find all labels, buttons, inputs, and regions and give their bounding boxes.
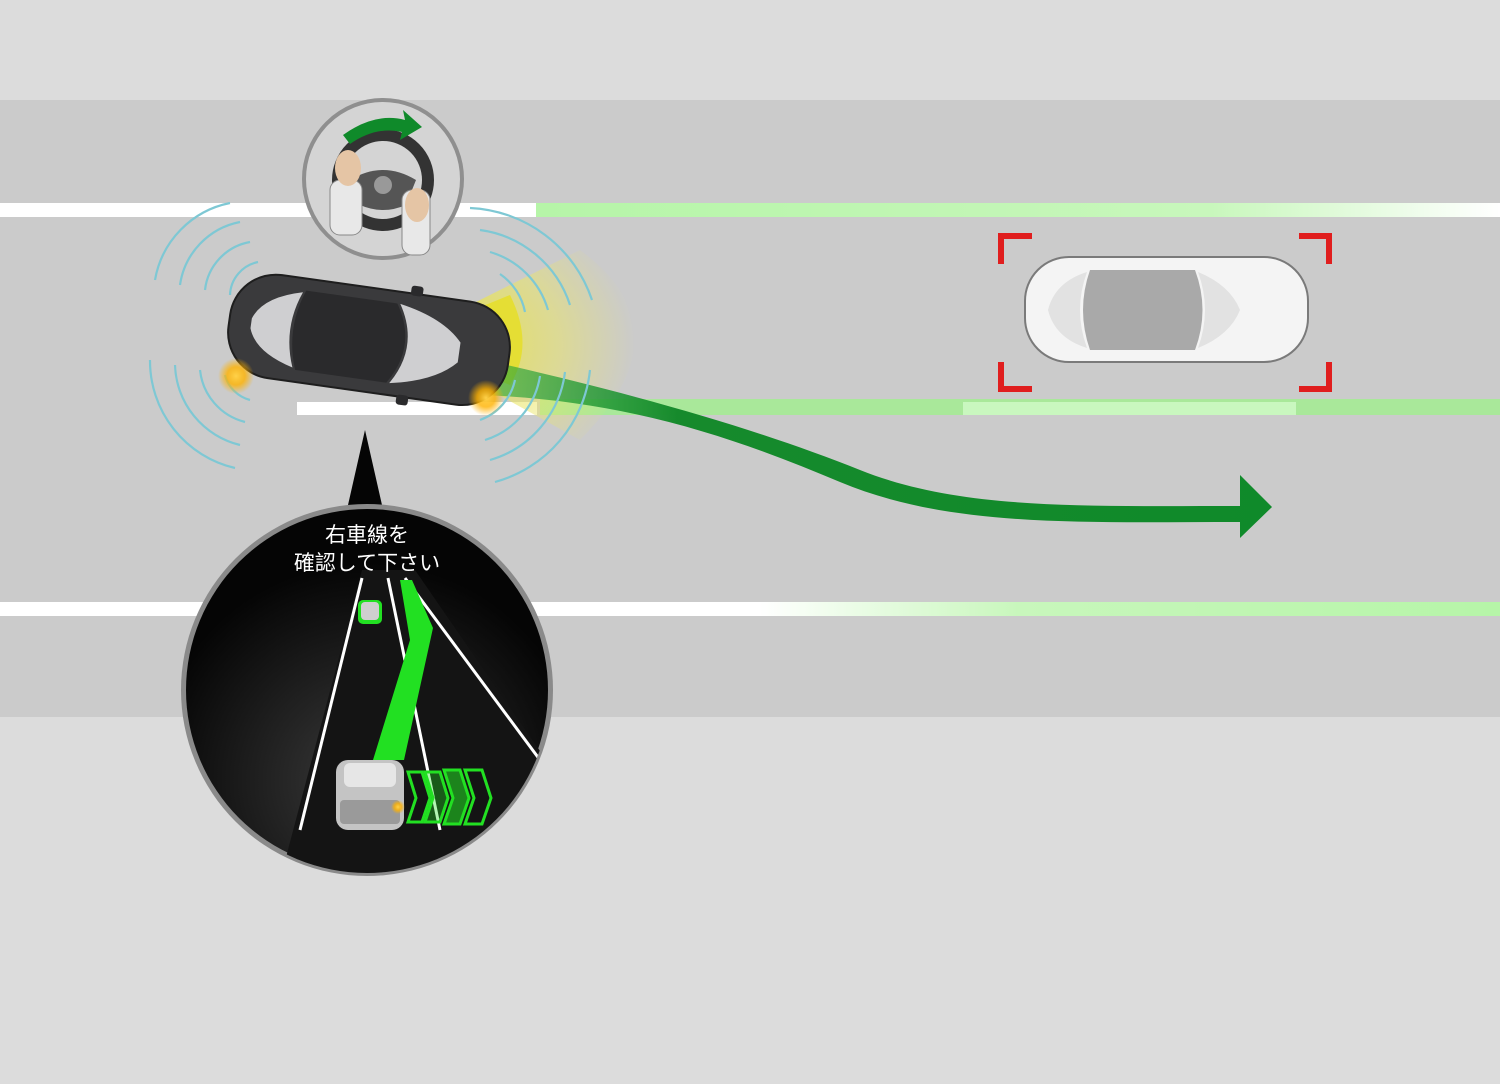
callout-pointer <box>348 430 382 505</box>
turn-right-arrow-icon <box>343 110 422 144</box>
display-lead-car <box>358 600 382 624</box>
steering-wheel-hands-icon <box>302 98 464 260</box>
lane-line-center-bright <box>963 402 1296 415</box>
lane-line-left-highlight <box>536 203 1500 217</box>
ego-car-rear-window <box>250 292 303 368</box>
ego-car-mirror-top <box>411 285 424 297</box>
turn-signal-rear-icon <box>218 358 254 394</box>
target-vehicle <box>1024 256 1309 363</box>
display-route <box>373 580 433 760</box>
target-vehicle-windshield <box>1198 272 1240 348</box>
meter-display-lens: 右車線を 確認して下さい <box>181 504 553 876</box>
display-turn-signal-icon <box>391 800 405 814</box>
display-message-line2: 確認して下さい <box>294 551 440 575</box>
target-vehicle-rear-window <box>1048 272 1087 348</box>
ego-car <box>227 273 511 407</box>
ego-car-roof <box>292 290 406 383</box>
ego-car-mirror-bottom <box>395 394 409 406</box>
lane-line-right-highlight <box>760 602 1500 616</box>
target-bracket <box>998 233 1332 392</box>
turn-signal-front-icon <box>468 380 504 416</box>
target-vehicle-roof <box>1083 270 1203 350</box>
display-message-line1: 右車線を <box>325 523 409 547</box>
lane-change-path-arrow <box>480 360 1272 538</box>
display-chevrons <box>405 768 493 826</box>
display-ego-car <box>336 760 405 830</box>
ego-car-windshield <box>389 303 461 384</box>
sensor-waves <box>148 201 594 484</box>
